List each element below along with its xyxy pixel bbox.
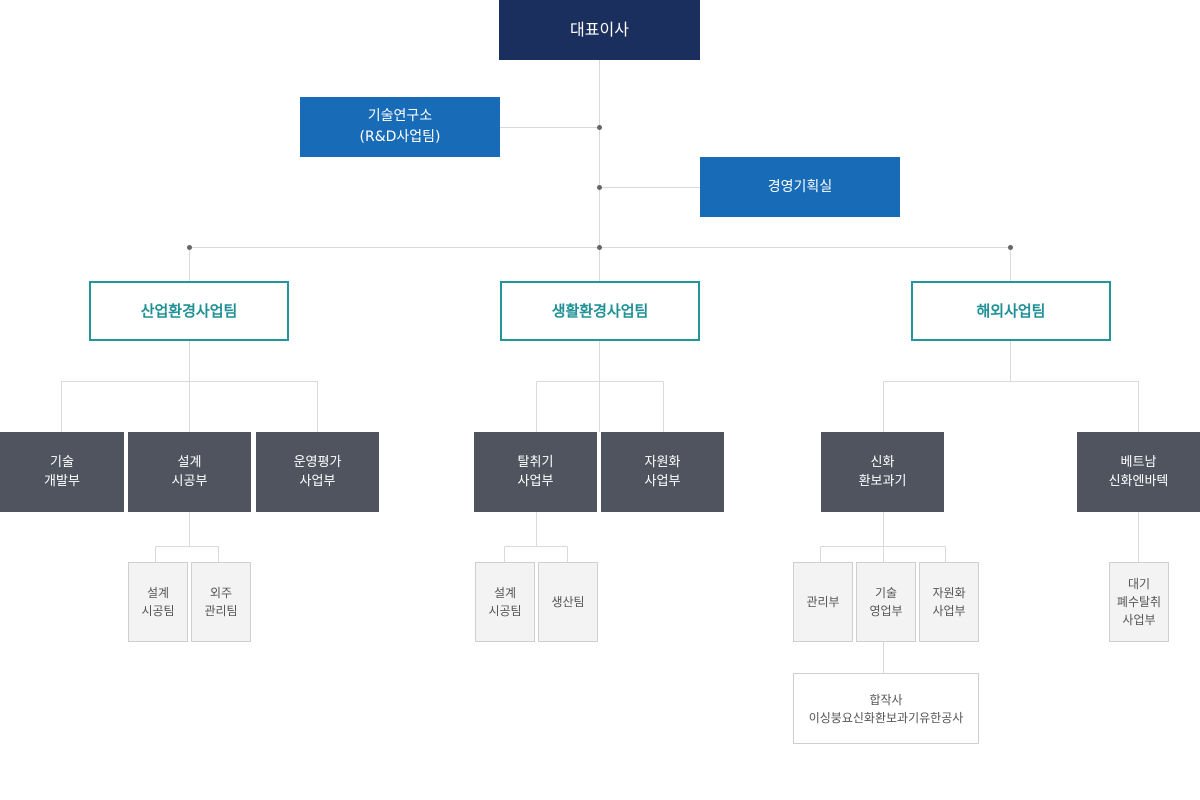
recycling-biz-dept-box: 자원화 사업부 <box>919 562 979 642</box>
design-build-team-box: 설계 시공팀 <box>128 562 188 642</box>
production-team-box: 생산팀 <box>538 562 598 642</box>
air-wastewater-dept-box: 대기 폐수탈취 사업부 <box>1109 562 1169 642</box>
vietnam-dept-box: 베트남 신화엔바텍 <box>1077 432 1200 512</box>
tech-sales-dept-box: 기술 영업부 <box>856 562 916 642</box>
deodorizer-dept-box: 탈취기 사업부 <box>474 432 597 512</box>
industrial-env-team-box: 산업환경사업팀 <box>89 281 289 341</box>
admin-dept-box: 관리부 <box>793 562 853 642</box>
design-build-team-2-box: 설계 시공팀 <box>475 562 535 642</box>
ceo-box: 대표이사 <box>499 0 700 60</box>
outsourcing-team-box: 외주 관리팀 <box>191 562 251 642</box>
tech-dev-dept-box: 기술 개발부 <box>0 432 124 512</box>
overseas-team-box: 해외사업팀 <box>911 281 1111 341</box>
planning-office-box: 경영기획실 <box>700 157 900 217</box>
ops-eval-dept-box: 운영평가 사업부 <box>256 432 379 512</box>
recycling-dept-box: 자원화 사업부 <box>601 432 724 512</box>
joint-venture-box: 합작사 이싱붕요신화환보과기유한공사 <box>793 673 979 744</box>
design-build-dept-box: 설계 시공부 <box>128 432 251 512</box>
xinhua-dept-box: 신화 환보과기 <box>821 432 944 512</box>
rnd-center-box: 기술연구소 (R&D사업팀) <box>300 97 500 157</box>
living-env-team-box: 생활환경사업팀 <box>500 281 700 341</box>
